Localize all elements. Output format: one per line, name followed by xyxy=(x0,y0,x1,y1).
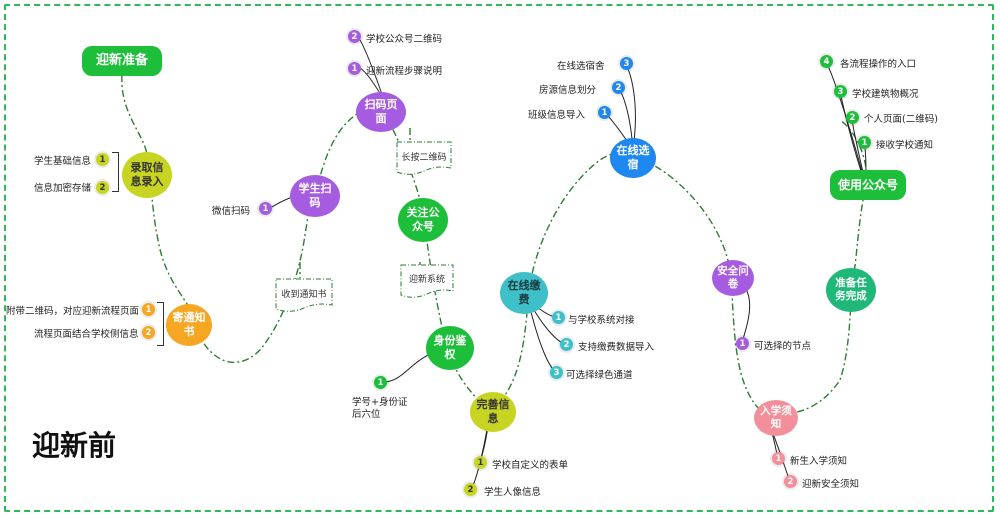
note-use-2: 个人页面(二维码) xyxy=(864,114,938,125)
node-notice-label: 入学须知 xyxy=(760,404,792,430)
note-complete-2: 学生人像信息 xyxy=(484,487,542,498)
badge-mail-2: 2 xyxy=(142,326,155,339)
flag-longpress: 长按二维码 xyxy=(399,147,449,165)
node-scan-label: 学生扫码 xyxy=(298,182,332,209)
note-record-1: 学生基础信息 xyxy=(34,156,92,167)
note-use-3: 学校建筑物概况 xyxy=(852,89,919,100)
node-follow-label: 关注公众号 xyxy=(406,206,440,233)
flag-system-label: 迎新系统 xyxy=(408,274,445,285)
badge-use-2: 2 xyxy=(846,111,859,124)
badge-survey-1: 1 xyxy=(736,337,749,350)
note-dorm-1: 班级信息导入 xyxy=(528,110,586,121)
note-record-2: 信息加密存储 xyxy=(34,183,92,194)
flag-longpress-shape xyxy=(396,141,452,175)
page-title: 迎新前 xyxy=(32,429,117,462)
node-useaccount[interactable]: 使用公众号 xyxy=(830,170,906,200)
badge-dorm-1: 1 xyxy=(598,106,611,119)
flag-longpress-label: 长按二维码 xyxy=(401,152,447,163)
flag-received: 收到通知书 xyxy=(279,284,329,302)
node-scan[interactable]: 学生扫码 xyxy=(290,175,340,217)
node-record[interactable]: 录取信息录入 xyxy=(122,152,172,198)
badge-notice-2: 2 xyxy=(784,475,797,488)
badge-pay-2: 2 xyxy=(560,338,573,351)
node-record-label: 录取信息录入 xyxy=(130,161,164,188)
node-ready[interactable]: 准备任务完成 xyxy=(826,268,876,312)
badge-scanpage-1: 1 xyxy=(348,62,361,75)
badge-scanpage-2: 2 xyxy=(348,30,361,43)
node-notice[interactable]: 入学须知 xyxy=(754,400,798,436)
note-mail-1: 附带二维码，对应迎新流程页面 xyxy=(6,306,140,317)
node-survey-label: 安全问卷 xyxy=(717,264,749,290)
node-complete-label: 完善信息 xyxy=(476,398,510,425)
node-mail[interactable]: 寄通知书 xyxy=(166,304,212,346)
flag-system: 迎新系统 xyxy=(402,269,452,287)
badge-record-2: 2 xyxy=(96,181,109,194)
badge-use-1: 1 xyxy=(858,136,871,149)
node-follow[interactable]: 关注公众号 xyxy=(398,198,448,242)
badge-dorm-2: 2 xyxy=(612,81,625,94)
note-use-1: 接收学校通知 xyxy=(876,140,934,151)
dashed-frame xyxy=(4,4,994,512)
note-complete-1: 学校自定义的表单 xyxy=(492,460,569,471)
flag-received-shape xyxy=(275,278,333,312)
node-scanpage-label: 扫码页面 xyxy=(364,98,398,125)
note-dorm-3: 在线选宿舍 xyxy=(557,61,605,72)
note-mail-2: 流程页面结合学校侧信息 xyxy=(34,329,139,340)
node-scanpage[interactable]: 扫码页面 xyxy=(356,92,406,132)
flag-system-shape xyxy=(400,264,454,298)
node-complete[interactable]: 完善信息 xyxy=(470,392,516,432)
node-mail-label: 寄通知书 xyxy=(172,311,206,338)
flag-received-label: 收到通知书 xyxy=(281,289,327,300)
note-notice-1: 新生入学须知 xyxy=(790,456,848,467)
badge-mail-1: 1 xyxy=(142,303,155,316)
badge-auth-1: 1 xyxy=(374,376,387,389)
node-prep[interactable]: 迎新准备 xyxy=(82,46,162,76)
node-survey[interactable]: 安全问卷 xyxy=(712,260,754,296)
node-useaccount-label: 使用公众号 xyxy=(837,177,898,192)
node-dorm[interactable]: 在线选宿 xyxy=(610,138,656,178)
note-pay-1: 与学校系统对接 xyxy=(568,315,635,326)
note-pay-2: 支持缴费数据导入 xyxy=(578,342,655,353)
badge-complete-2: 2 xyxy=(464,483,477,496)
node-prep-label: 迎新准备 xyxy=(95,52,148,68)
badge-record-1: 1 xyxy=(96,153,109,166)
node-ready-label: 准备任务完成 xyxy=(835,276,867,302)
node-pay-label: 在线缴费 xyxy=(507,279,541,306)
bracket-record xyxy=(112,152,119,192)
note-scanpage-2: 学校公众号二维码 xyxy=(366,34,443,45)
note-dorm-2: 房源信息划分 xyxy=(539,85,597,96)
bracket-mail xyxy=(157,302,164,346)
badge-use-3: 3 xyxy=(834,85,847,98)
note-scan-1: 微信扫码 xyxy=(212,206,251,217)
badge-use-4: 4 xyxy=(820,55,833,68)
note-auth-1: 学号+身份证后六位 xyxy=(352,397,408,421)
note-pay-3: 可选择绿色通道 xyxy=(566,370,633,381)
badge-scan-1: 1 xyxy=(259,202,272,215)
main-path xyxy=(121,74,868,415)
note-use-4: 各流程操作的入口 xyxy=(840,59,917,70)
badge-dorm-3: 3 xyxy=(620,57,633,70)
badge-notice-1: 1 xyxy=(772,452,785,465)
note-notice-2: 迎新安全须知 xyxy=(802,479,860,490)
note-survey-1: 可选择的节点 xyxy=(754,341,812,352)
badge-pay-1: 1 xyxy=(552,311,565,324)
node-dorm-label: 在线选宿 xyxy=(616,144,650,171)
note-scanpage-1: 迎新流程步骤说明 xyxy=(366,66,443,77)
node-auth-label: 身份鉴权 xyxy=(433,334,467,361)
badge-pay-3: 3 xyxy=(550,366,563,379)
node-pay[interactable]: 在线缴费 xyxy=(500,272,548,314)
badge-complete-1: 1 xyxy=(474,456,487,469)
node-auth[interactable]: 身份鉴权 xyxy=(426,326,474,370)
